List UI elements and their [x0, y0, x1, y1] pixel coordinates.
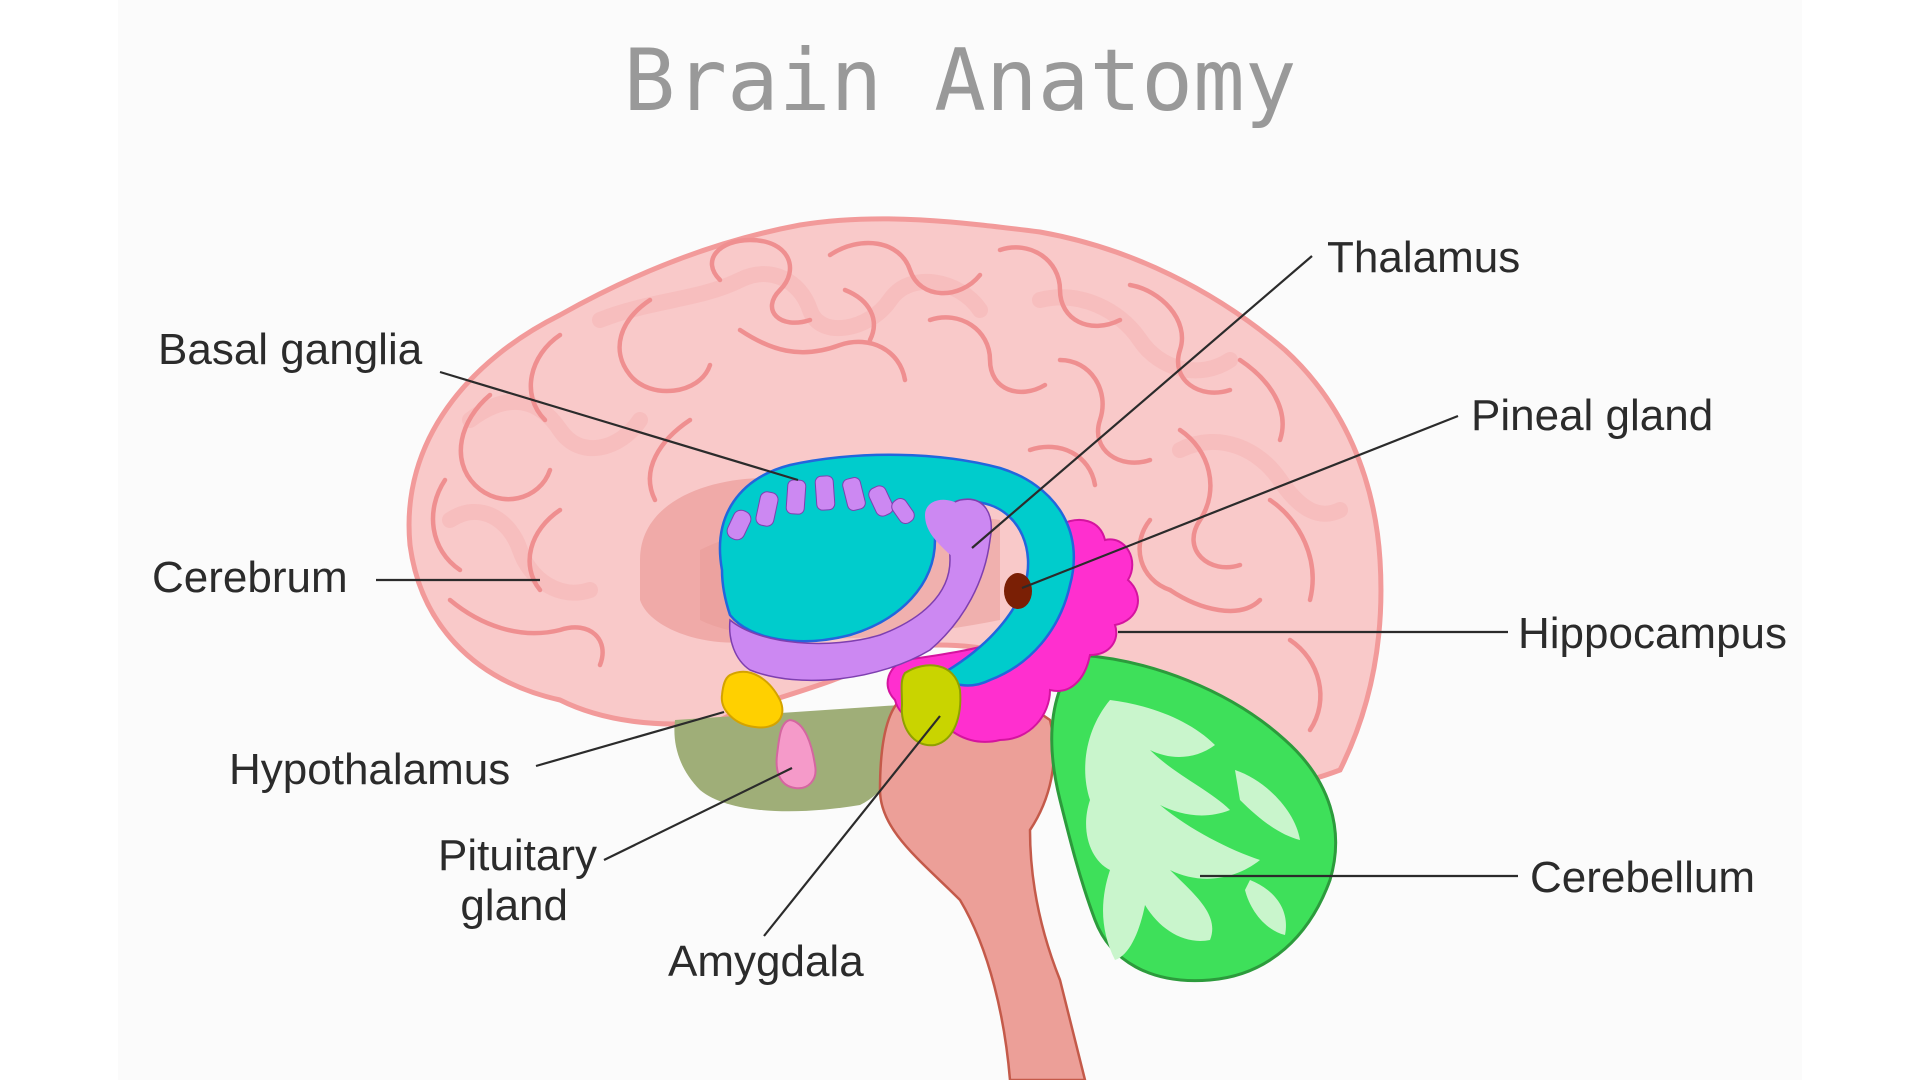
label-cerebellum: Cerebellum — [1530, 853, 1755, 902]
label-cerebrum: Cerebrum — [152, 553, 348, 602]
label-pituitary-gland-line1: Pituitary — [438, 831, 597, 880]
label-amygdala: Amygdala — [668, 937, 864, 986]
amygdala-shape — [900, 664, 962, 747]
cerebellum-shape — [1050, 653, 1338, 983]
label-basal-ganglia: Basal ganglia — [158, 325, 423, 374]
basal-ganglia-shape — [726, 475, 992, 682]
label-thalamus: Thalamus — [1327, 233, 1520, 282]
leader-pituitary-gland — [603, 767, 793, 861]
label-hippocampus: Hippocampus — [1518, 609, 1787, 658]
cerebral-gyri — [430, 237, 1348, 733]
corpus-callosum-shape — [718, 453, 1076, 687]
leader-amygdala — [763, 715, 941, 937]
leader-lines — [376, 255, 1518, 937]
label-pineal-gland: Pineal gland — [1471, 391, 1713, 440]
pineal-gland-shape — [1004, 573, 1032, 609]
label-hypothalamus: Hypothalamus — [229, 745, 510, 794]
labels: Thalamus Basal ganglia Pineal gland Cere… — [152, 233, 1787, 986]
leader-pineal-gland — [1021, 414, 1459, 590]
leader-basal-ganglia — [439, 370, 799, 482]
hypothalamus-shape — [720, 670, 784, 729]
page-title: Brain Anatomy — [623, 31, 1296, 131]
leader-hypothalamus — [535, 710, 725, 768]
leader-thalamus — [971, 255, 1313, 549]
label-pituitary-gland-line2: gland — [460, 881, 568, 930]
